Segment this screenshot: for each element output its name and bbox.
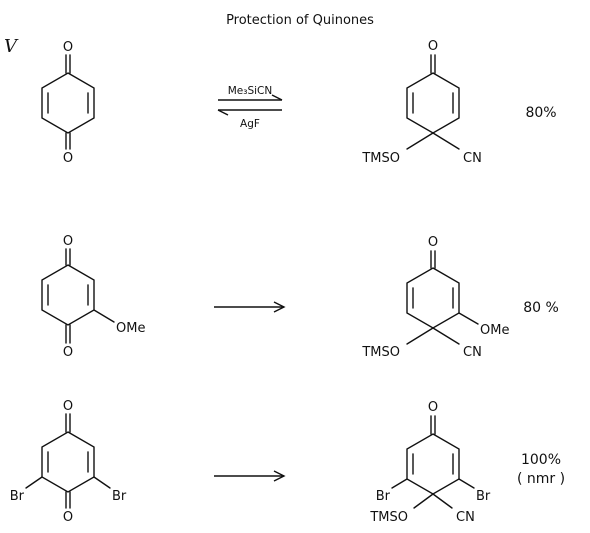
product-cn-group: CN bbox=[463, 345, 482, 360]
reactant-bottom-oxygen: O bbox=[63, 345, 73, 360]
product-right-bromine: Br bbox=[476, 489, 491, 504]
yield-3-note: ( nmr ) bbox=[517, 471, 565, 487]
reaction-2: O OMe O O OMe TMSO bbox=[41, 234, 559, 360]
reverse-reagent: AgF bbox=[240, 118, 260, 130]
reactant-dibromoquinone: O Br Br O bbox=[10, 399, 127, 525]
yield-2: 80 % bbox=[523, 300, 559, 316]
reaction-3: O Br Br O O Br B bbox=[10, 399, 565, 525]
reactant-top-oxygen: O bbox=[63, 234, 73, 249]
equilibrium-arrows: Me₃SiCN AgF bbox=[217, 85, 283, 130]
reactant-methoxyquinone: O OMe O bbox=[41, 234, 145, 360]
yield-3: 100% bbox=[521, 452, 561, 468]
reaction-arrow-3 bbox=[214, 470, 286, 482]
scheme-title: Protection of Quinones bbox=[226, 13, 374, 28]
product-cn-group: CN bbox=[463, 151, 482, 166]
reactant-ome-group: OMe bbox=[116, 321, 145, 336]
product-ome-group: OMe bbox=[480, 323, 509, 338]
reaction-1: O O Me₃SiCN AgF O bbox=[41, 39, 557, 166]
reactant-bottom-oxygen: O bbox=[63, 510, 73, 525]
forward-reagent: Me₃SiCN bbox=[228, 85, 273, 97]
product-top-oxygen: O bbox=[428, 400, 438, 415]
product-cyanohydrin-1: O TMSO CN bbox=[361, 39, 481, 166]
reactant-top-oxygen: O bbox=[63, 40, 73, 55]
reactant-top-oxygen: O bbox=[63, 399, 73, 414]
product-cyanohydrin-2: O OMe TMSO CN bbox=[361, 235, 509, 360]
product-tmso-group: TMSO bbox=[361, 151, 400, 166]
product-cn-group: CN bbox=[456, 510, 475, 525]
reaction-arrow-2 bbox=[214, 301, 286, 313]
product-left-bromine: Br bbox=[376, 489, 391, 504]
product-top-oxygen: O bbox=[428, 235, 438, 250]
product-top-oxygen: O bbox=[428, 39, 438, 54]
product-tmso-group: TMSO bbox=[361, 345, 400, 360]
yield-1: 80% bbox=[525, 105, 556, 121]
reactant-bottom-oxygen: O bbox=[63, 151, 73, 166]
stray-glyph: V bbox=[4, 36, 19, 57]
reactant-benzoquinone: O O bbox=[41, 40, 95, 166]
product-tmso-group: TMSO bbox=[369, 510, 408, 525]
product-cyanohydrin-3: O Br Br TMSO CN bbox=[369, 400, 491, 525]
reactant-left-bromine: Br bbox=[10, 489, 25, 504]
reactant-right-bromine: Br bbox=[112, 489, 127, 504]
